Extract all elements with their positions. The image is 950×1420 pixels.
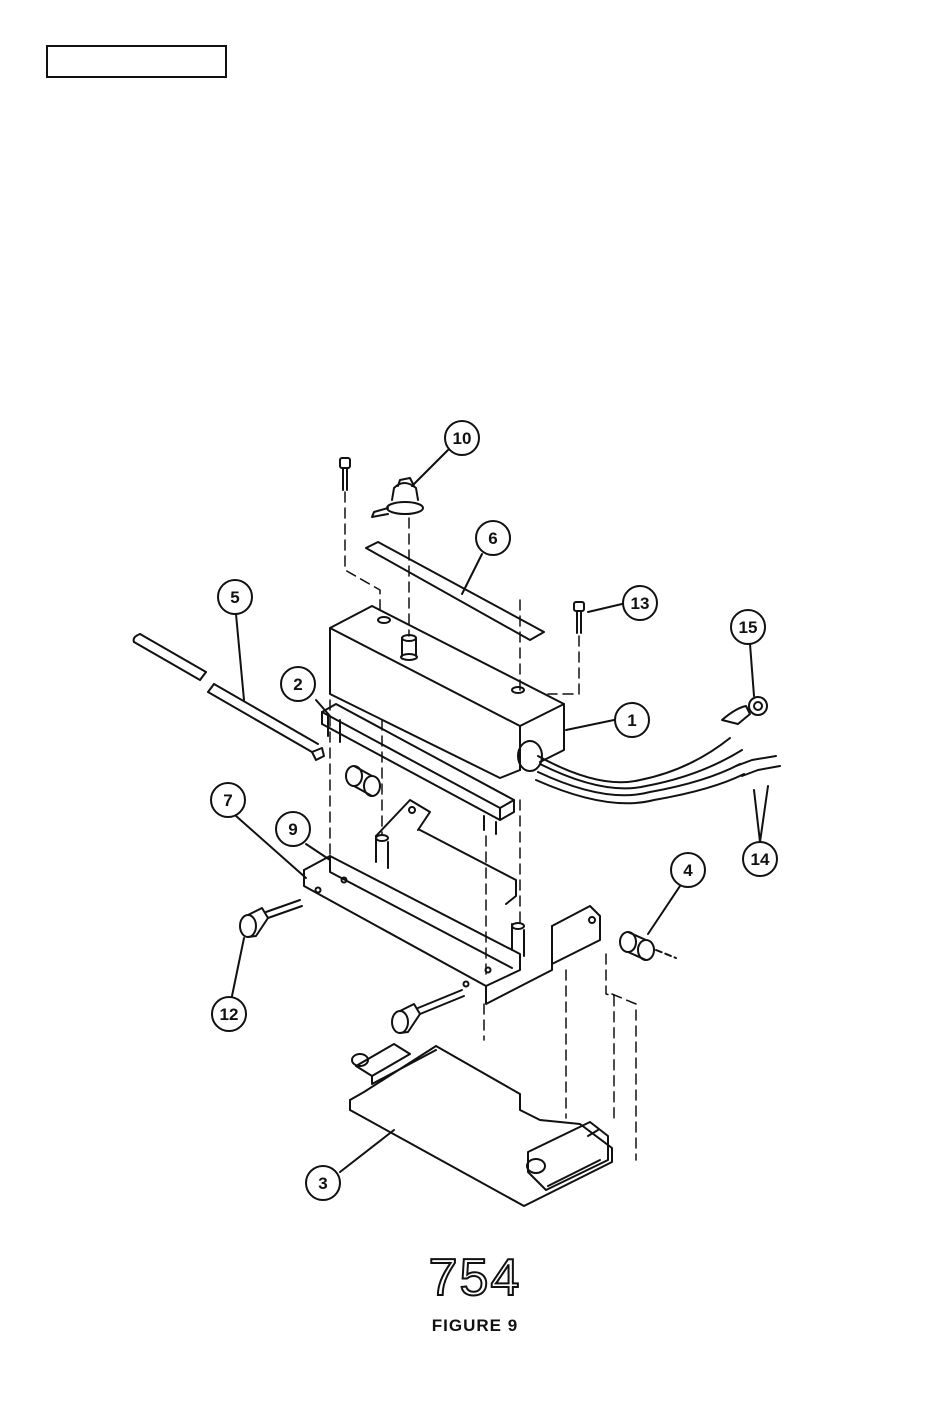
svg-text:9: 9 — [288, 820, 297, 839]
svg-text:10: 10 — [453, 429, 472, 448]
svg-text:7: 7 — [223, 791, 232, 810]
svg-text:3: 3 — [318, 1174, 327, 1193]
callout-14: 14 — [743, 786, 777, 876]
wire-harness — [536, 697, 780, 803]
callout-6: 6 — [462, 521, 510, 594]
gasket-plate-part — [322, 704, 514, 834]
figure-caption: FIGURE 9 — [0, 1316, 950, 1336]
callout-15: 15 — [731, 610, 765, 696]
thumb-screw-left-part — [240, 900, 302, 937]
svg-text:12: 12 — [220, 1005, 239, 1024]
gasket-strip-part — [366, 542, 544, 640]
callout-4: 4 — [648, 853, 705, 934]
svg-text:2: 2 — [293, 675, 302, 694]
callout-5: 5 — [218, 580, 252, 700]
svg-text:6: 6 — [488, 529, 497, 548]
callout-1: 1 — [566, 703, 649, 737]
svg-text:15: 15 — [739, 618, 758, 637]
callout-3: 3 — [306, 1130, 394, 1200]
callout-10: 10 — [412, 421, 479, 486]
svg-text:14: 14 — [751, 850, 770, 869]
svg-text:1: 1 — [627, 711, 636, 730]
base-plate-part — [350, 1044, 612, 1206]
callout-2: 2 — [281, 667, 330, 716]
svg-text:4: 4 — [683, 861, 693, 880]
spacer-right-part — [620, 932, 676, 960]
thumb-screw-lower-part — [392, 990, 464, 1033]
callout-9: 9 — [276, 812, 330, 860]
svg-text:5: 5 — [230, 588, 239, 607]
figure-number: 754 — [0, 1248, 950, 1308]
screw-top-left — [340, 458, 350, 490]
housing-box-part — [330, 606, 564, 778]
bracket-frame-part — [304, 800, 600, 1004]
callout-13: 13 — [588, 586, 657, 620]
screw-top-right — [574, 602, 584, 633]
svg-text:13: 13 — [631, 594, 650, 613]
spacer-left — [346, 766, 380, 796]
callout-12: 12 — [212, 938, 246, 1031]
